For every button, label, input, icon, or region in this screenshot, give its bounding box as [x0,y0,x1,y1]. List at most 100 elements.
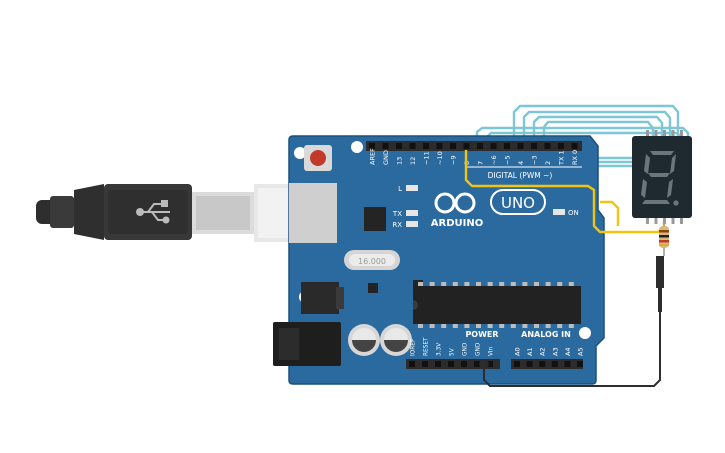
jumper-plug[interactable] [656,256,664,312]
mcu-pin [510,323,516,328]
header-pin[interactable] [571,143,578,149]
mcu-pin [534,282,539,287]
pin-label: A4 [564,347,572,356]
pin-label: 5V [450,348,456,356]
mcu-pin [476,323,481,328]
display-pin [680,217,683,224]
header-pin[interactable] [539,361,546,367]
ground-wire[interactable] [483,312,661,387]
pin-label: ~9 [450,155,458,165]
power-jack[interactable] [273,322,341,366]
pin-label: GND [476,342,482,356]
mcu-pin [464,282,470,287]
pin-label: ~10 [436,151,444,165]
pin-label: IOREF [411,339,417,356]
seven-segment-display[interactable] [632,130,692,224]
resistor[interactable] [659,218,669,256]
mounting-hole [579,327,591,339]
svg-text:RX: RX [392,221,402,229]
mcu-pin [441,323,447,328]
mcu-pin [510,282,516,287]
header-pin[interactable] [436,143,443,149]
pin-label: 4 [517,161,525,165]
header-pin[interactable] [526,361,533,367]
pin-label: 12 [409,157,417,165]
header-pin[interactable] [450,143,456,149]
capacitor-2 [380,324,412,356]
header-pin[interactable] [517,143,524,149]
svg-text:L: L [398,185,402,193]
analog-header-label: ANALOG IN [521,330,571,339]
reset-button[interactable] [304,145,332,171]
mcu-pin [452,282,458,287]
mounting-hole [351,141,363,153]
header-pin[interactable] [435,361,441,367]
mcu-pin [499,282,505,287]
mcu-pin [545,323,551,328]
mounting-hole [294,147,306,159]
pin-label: ~5 [504,155,512,165]
header-pin[interactable] [409,361,415,367]
header-pin[interactable] [564,361,571,367]
arduino-logo: ARDUINO [431,192,483,229]
arduino-logo-text: ARDUINO [431,218,483,229]
uno-badge: UNO [490,189,546,215]
svg-text:TX: TX [392,210,402,218]
header-pin[interactable] [369,143,375,149]
mcu-pin [429,323,435,328]
small-chip [368,283,378,293]
header-pin[interactable] [448,361,454,367]
header-pin[interactable] [477,143,483,149]
mcu-pin [557,282,563,287]
header-pin[interactable] [490,143,497,149]
led-l: L [398,185,418,193]
header-pin[interactable] [487,361,493,367]
header-pin[interactable] [422,361,428,367]
header-pin[interactable] [551,361,558,367]
mcu-pin [545,282,551,287]
header-pin[interactable] [474,361,480,367]
mcu-pin [476,282,481,287]
capacitor-1 [348,324,380,356]
pin-label: 13 [396,157,404,165]
arduino-uno-board[interactable]: 16.000 ARDUINO UNO L TX [273,135,605,385]
header-pin[interactable] [396,143,402,149]
pin-label: A0 [514,347,522,356]
header-pin[interactable] [531,143,537,149]
header-pin[interactable] [558,143,564,149]
digital-header-label: DIGITAL (PWM ~) [488,171,553,180]
pin-label: A2 [539,347,547,356]
header-pin[interactable] [514,361,520,367]
header-pin[interactable] [423,143,429,149]
pin-label: RX 0 [571,150,579,165]
header-pin[interactable] [504,143,510,149]
display-pin [663,130,666,137]
mcu-pin [441,282,447,287]
mcu-pin [452,323,458,328]
pin-label: GND [463,342,469,356]
header-pin[interactable] [463,143,470,149]
svg-text:ON: ON [568,209,579,217]
common-wire-2[interactable] [600,200,620,226]
header-pin[interactable] [461,361,467,367]
header-pin[interactable] [409,143,416,149]
header-pin[interactable] [544,143,551,149]
display-pin [654,217,658,224]
crystal-label: 16.000 [358,257,386,266]
mcu-pin [534,323,539,328]
mcu-pin [418,323,423,328]
led-on: ON [553,209,579,217]
pin-label: ~3 [531,155,539,165]
pin-label: GND [382,150,390,165]
header-pin[interactable] [382,143,389,149]
header-pin[interactable] [577,361,583,367]
atmega-microcontroller [413,282,581,328]
usb-controller-chip [364,207,386,231]
led-tx: TX [392,210,418,218]
mcu-pin [568,282,574,287]
display-pin [680,130,683,137]
